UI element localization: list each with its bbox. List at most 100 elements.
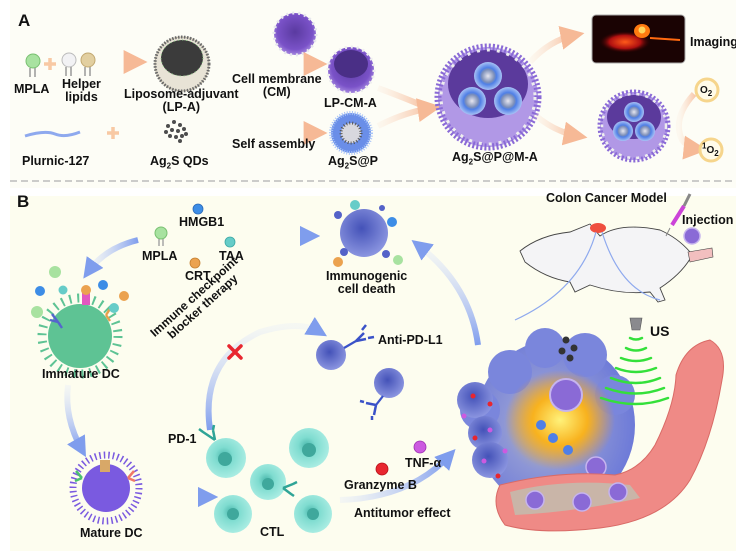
ctl-cell	[294, 495, 332, 533]
blood-vessel-illustration	[495, 339, 724, 532]
injected-nanoparticle-icon	[683, 227, 701, 245]
agsp-suffix: S@P	[349, 154, 378, 168]
helper-lipid-tan-icon	[80, 52, 96, 76]
ag2s-p-label: Ag2S@P	[328, 154, 378, 171]
us-label: US	[650, 323, 670, 339]
ultrasound-waves	[599, 336, 670, 406]
agsp-subscript: 2	[344, 161, 350, 171]
singlet-superscript: 1	[702, 141, 707, 151]
mpla-label: MPLA	[14, 82, 50, 96]
panel-a-label: A	[18, 11, 31, 30]
blocked-cross-icon	[227, 344, 243, 360]
granzyme-b-label: Granzyme B	[344, 478, 417, 492]
arrow-damps-to-immature-dc	[83, 237, 139, 279]
agsp-prefix: Ag	[328, 154, 345, 168]
anti-pdl1-label: Anti-PD-L1	[378, 333, 443, 347]
tumor-zoom-line-left	[514, 231, 597, 321]
plus-icon	[44, 58, 56, 70]
qds-subscript: 2	[166, 161, 172, 171]
helper-lipids-line1: Helper	[62, 77, 101, 91]
lpa-line1: Liposome-adjuvant	[124, 87, 239, 101]
colon-cancer-model-label: Colon Cancer Model	[546, 191, 667, 205]
immunogenic-cell-death-label: Immunogenic cell death	[326, 270, 407, 296]
cm-line2: (CM)	[262, 85, 291, 99]
circulating-nanoparticle-icon	[572, 492, 592, 512]
circulating-nanoparticle-icon	[608, 482, 628, 502]
injection-label: Injection	[682, 213, 734, 227]
dying-tumor-cells	[457, 382, 508, 479]
crt-label: CRT	[185, 269, 211, 283]
helper-lipids-label: Helper lipids	[62, 78, 101, 104]
arrow-tumor-to-icd	[411, 240, 481, 346]
taa-label: TAA	[219, 249, 244, 263]
cell-membrane-label: Cell membrane (CM)	[232, 73, 322, 99]
final-subscript: 2	[468, 157, 474, 167]
singlet-text: O	[706, 145, 715, 156]
ag2s-p-nanoparticle-icon	[329, 111, 373, 155]
mpla-molecule-icon	[154, 226, 168, 246]
o2-text: O	[700, 85, 708, 96]
o2-subscript: 2	[707, 89, 713, 98]
plurnic-127-polymer-icon	[24, 130, 81, 138]
singlet-oxygen-label: 1O2	[702, 141, 719, 158]
fluorescence-imaging-picture	[591, 14, 686, 64]
mature-dendritic-cell-icon	[69, 451, 143, 525]
immature-dendritic-cell-icon	[31, 266, 129, 379]
plus-icon	[107, 127, 119, 139]
tumor-tissue-illustration	[460, 328, 635, 510]
self-assembly-label: Self assembly	[232, 137, 316, 151]
arrow-to-sdt	[533, 112, 588, 146]
pd1-label: PD-1	[168, 432, 197, 446]
cell-membrane-icon	[272, 11, 318, 57]
taa-molecule-icon	[224, 236, 236, 248]
helper-lipid-white-icon	[61, 52, 77, 76]
circulating-nanoparticle-icon	[525, 490, 545, 510]
plurnic-127-label: Plurnic-127	[22, 154, 90, 168]
lpcma-icon	[326, 45, 376, 95]
arrow-to-imaging	[527, 26, 585, 65]
tnf-alpha-molecule-icon	[413, 440, 427, 454]
oxygen-label: O2	[700, 84, 713, 98]
qds-suffix: S QDs	[171, 154, 209, 168]
hmgb1-molecule-icon	[192, 203, 204, 215]
arrow-o2-to-singlet-oxygen	[676, 91, 708, 160]
sonodynamic-glow	[505, 370, 615, 470]
immunogenic-cell-death-icon	[333, 200, 403, 267]
oxygen-molecule-icon	[694, 77, 720, 103]
ag2s-qds-icon	[164, 120, 188, 143]
ag2s-qds-label: Ag2S QDs	[150, 154, 209, 171]
final-suffix: S@P@M-A	[473, 150, 538, 164]
ctl-cell	[206, 438, 246, 478]
cm-line1: Cell membrane	[232, 72, 322, 86]
pd1-receptor-icon	[198, 424, 217, 442]
tumor-zoom-line-right	[601, 231, 661, 301]
ctl-cell	[289, 428, 329, 468]
mpla-damp-label: MPLA	[142, 249, 178, 263]
liposome-adjuvant-label: Liposome-adjuvant (LP-A)	[124, 88, 239, 114]
antitumor-effect-label: Antitumor effect	[354, 506, 451, 520]
lpa-line2: (LP-A)	[162, 100, 201, 114]
ctl-cell	[214, 495, 252, 533]
ctl-label: CTL	[260, 525, 285, 539]
hmgb1-label: HMGB1	[179, 215, 225, 229]
helper-lipids-line2: lipids	[65, 90, 98, 104]
ag2s-p-m-a-label: Ag2S@P@M-A	[452, 150, 538, 167]
imaging-label: Imaging	[690, 35, 736, 49]
singlet-subscript: 2	[714, 149, 719, 158]
sonodynamic-nanoparticle-icon	[597, 89, 671, 163]
tnf-alpha-label: TNF-α	[405, 456, 442, 470]
crt-molecule-icon	[189, 257, 201, 269]
mpla-lipid-icon	[25, 53, 41, 77]
granzyme-b-molecule-icon	[375, 462, 389, 476]
panel-b-label: B	[17, 192, 30, 211]
icd-line1: Immunogenic	[326, 269, 408, 283]
icd-line2: cell death	[337, 282, 396, 296]
ultrasound-probe-icon	[629, 317, 643, 331]
anti-pdl1-tumor-cell-top	[316, 324, 375, 370]
anti-pdl1-tumor-cell-bottom	[359, 368, 404, 420]
final-prefix: Ag	[452, 150, 469, 164]
mature-dc-label: Mature DC	[80, 526, 143, 540]
arrow-immature-to-mature-dc	[64, 384, 86, 458]
arrow-checkpoint-blockade-arc	[205, 316, 327, 431]
qds-prefix: Ag	[150, 154, 167, 168]
